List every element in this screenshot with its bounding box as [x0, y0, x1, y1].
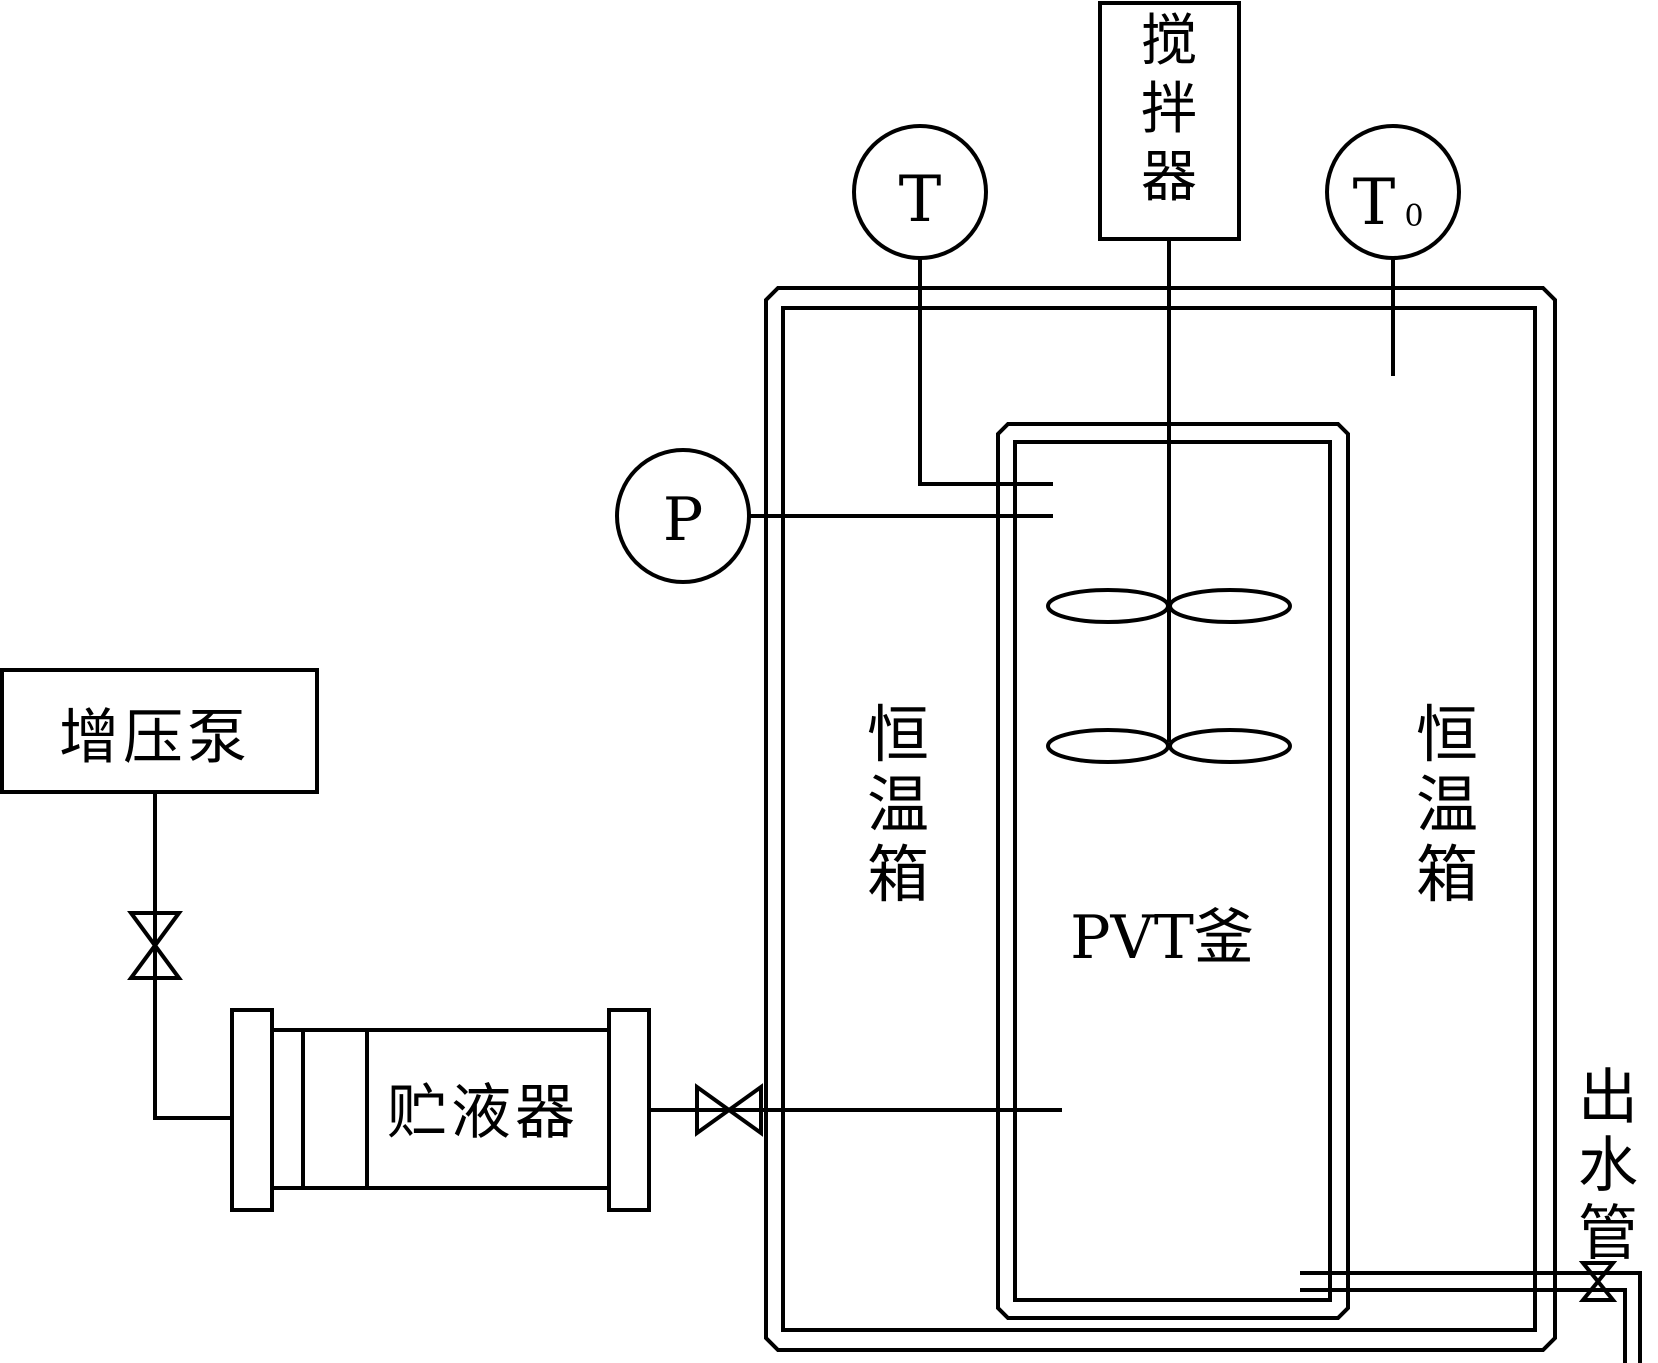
pvt-cell-label: PVT釜 — [1070, 903, 1254, 973]
inlet-valve-icon — [695, 1083, 763, 1137]
oven-left-label-char-1: 恒 — [867, 698, 929, 771]
oven-inner-wall — [781, 306, 1537, 1332]
outlet-valve-icon — [1578, 1261, 1618, 1302]
oven-right-label-char-1: 恒 — [1416, 698, 1478, 771]
oven-outer-wall — [764, 286, 1557, 1352]
pump-valve-icon — [127, 911, 183, 980]
stirrer-box — [1098, 1, 1241, 241]
pressure-gauge-label: P — [663, 485, 703, 555]
temperature-gauge-label: T — [899, 163, 942, 237]
impeller-blade-upper-left — [1046, 588, 1170, 624]
ambient-temperature-gauge-subscript: 0 — [1404, 199, 1423, 234]
reservoir-right-flange — [607, 1008, 651, 1212]
outlet-pipe-lower — [1300, 1288, 1627, 1363]
oven-right-label-char-3: 箱 — [1416, 838, 1478, 911]
stirrer-label-char-2: 拌 — [1141, 77, 1197, 142]
oven-left-label-char-2: 温 — [867, 768, 929, 841]
reservoir-left-flange — [230, 1008, 274, 1212]
outlet-label-char-1: 出 — [1578, 1063, 1638, 1133]
stirrer-label-char-1: 搅 — [1141, 9, 1197, 74]
booster-pump-label: 增压泵 — [59, 703, 251, 773]
reservoir-label: 贮液器 — [387, 1078, 579, 1148]
impeller-blade-upper-right — [1168, 588, 1292, 624]
impeller-blade-lower-left — [1046, 728, 1170, 764]
outlet-label-char-2: 水 — [1578, 1131, 1638, 1201]
impeller-blade-lower-right — [1168, 728, 1292, 764]
temperature-probe-line — [918, 258, 1053, 486]
pvt-cell-outer-wall — [996, 422, 1350, 1320]
booster-pump-box — [0, 668, 319, 794]
stirrer-label-char-3: 器 — [1141, 145, 1197, 210]
outlet-label-char-3: 管 — [1578, 1199, 1638, 1269]
oven-right-label-char-2: 温 — [1416, 768, 1478, 841]
outlet-pipe-upper — [1300, 1271, 1642, 1363]
oven-left-label-char-3: 箱 — [867, 838, 929, 911]
pvt-cell-inner-wall — [1013, 440, 1332, 1302]
ambient-temperature-gauge-label: T — [1353, 166, 1396, 240]
reservoir-body — [270, 1028, 611, 1190]
pump-supply-line — [153, 792, 232, 1120]
